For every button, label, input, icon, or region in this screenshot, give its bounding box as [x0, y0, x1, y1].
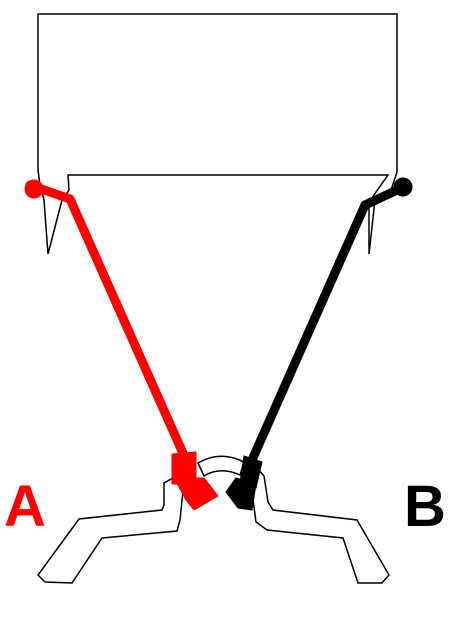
arm-a-rod: [65, 194, 191, 465]
top-frame-outline: [37, 13, 398, 255]
center-arch-outline: [197, 455, 245, 477]
arm-a-hook-segment: [25, 180, 75, 204]
left-claw-outline: [37, 471, 184, 584]
arm-b-rod: [247, 200, 370, 465]
right-claw-outline: [251, 466, 390, 584]
arm-b: [225, 177, 413, 511]
arm-b-tip-collar: [239, 455, 263, 489]
label-b: B: [404, 474, 446, 539]
arm-b-tip: [225, 477, 257, 511]
arm-a: [24, 179, 219, 511]
arm-b-hook-segment: [360, 181, 411, 210]
arm-a-tip: [173, 477, 219, 511]
label-a: A: [4, 474, 46, 539]
